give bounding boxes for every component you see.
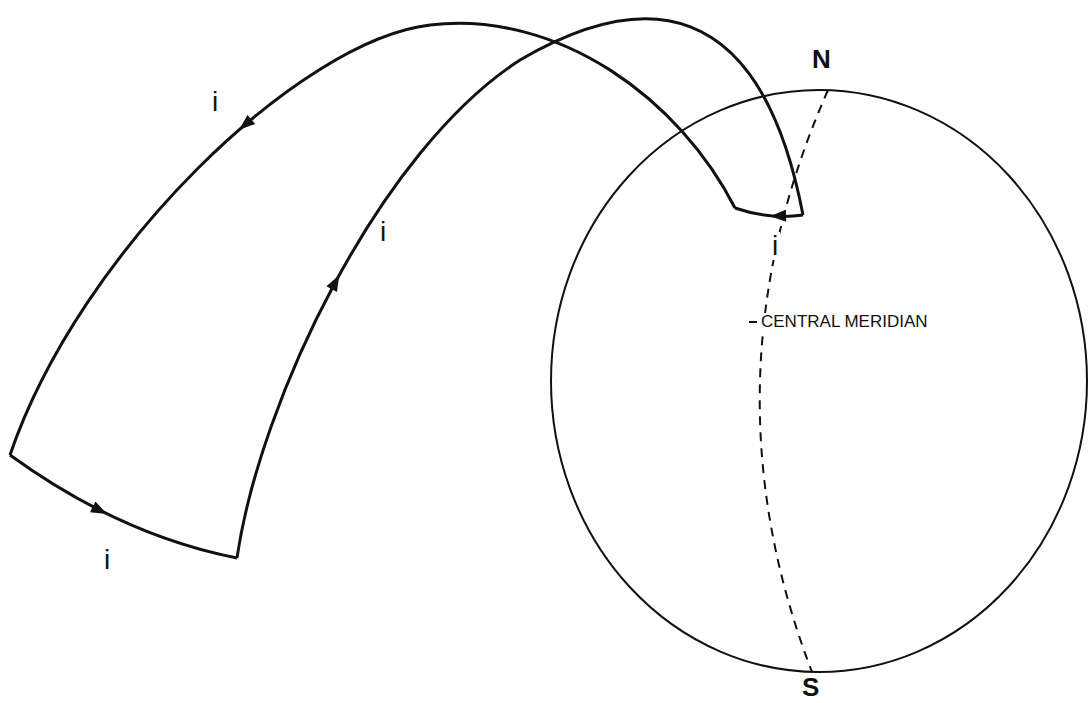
current-arrow [235,115,255,135]
meridian-label: CENTRAL MERIDIAN [759,313,930,330]
current-loop [10,455,237,558]
current-loop [735,208,803,216]
current-loop [237,19,803,558]
current-arrow [326,272,344,292]
current-arrow [770,210,786,223]
pole-label: N [810,46,833,72]
pole-label: S [800,674,821,700]
current-label: i [770,232,780,260]
current-label: i [378,218,388,246]
current-arrow [90,501,110,519]
current-loop [10,23,735,455]
current-label: i [102,546,112,574]
sun-disk [551,90,1087,672]
current-label: i [210,88,220,116]
leader-line [749,321,757,323]
